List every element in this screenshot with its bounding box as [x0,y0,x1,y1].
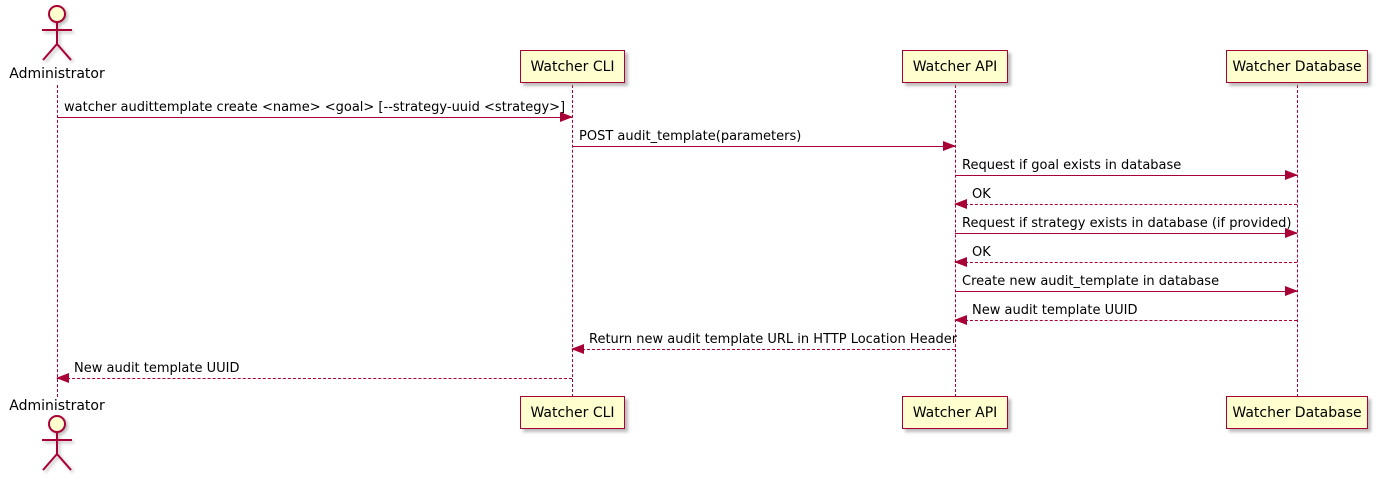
participant-watcher-cli-top: Watcher CLI [520,50,625,83]
arrow-dashed-left [56,373,572,383]
message-label: OK [972,187,991,202]
arrow-dashed-left [954,257,1297,267]
arrow-solid-right [572,141,956,151]
message-ok-strategy: OK [954,241,1297,267]
actor-name-bottom: Administrator [9,398,105,414]
message-label: Request if goal exists in database [962,158,1182,173]
message-return-url-location-header: Return new audit template URL in HTTP Lo… [571,328,958,354]
message-ok-goal: OK [954,183,1297,209]
message-new-uuid-from-db: New audit template UUID [954,299,1297,325]
message-label: POST audit_template(parameters) [579,129,802,144]
arrow-dashed-left [571,344,955,354]
arrow-solid-right [955,170,1298,180]
arrow-solid-right [955,228,1298,238]
participant-watcher-database-top: Watcher Database [1226,50,1368,83]
participant-watcher-cli-bottom: Watcher CLI [520,396,625,429]
participant-watcher-api-top: Watcher API [902,50,1008,83]
arrow-dashed-left [954,315,1297,325]
message-label: New audit template UUID [972,303,1138,318]
arrow-dashed-left [954,199,1297,209]
message-request-strategy-exists: Request if strategy exists in database (… [955,212,1298,238]
message-post-audit-template: POST audit_template(parameters) [572,125,956,151]
message-create-audittemplate: watcher audittemplate create <name> <goa… [57,96,573,122]
arrow-solid-right [955,286,1298,296]
arrow-solid-right [57,112,573,122]
actor-name-top: Administrator [9,66,105,82]
actor-icon [42,415,72,471]
lifeline-watcher-api [955,85,956,397]
message-label: Request if strategy exists in database (… [962,216,1292,231]
message-request-goal-exists: Request if goal exists in database [955,154,1298,180]
lifeline-watcher-database [1297,85,1298,397]
actor-icon [42,5,72,61]
participant-watcher-api-bottom: Watcher API [902,396,1008,429]
message-label: New audit template UUID [74,361,240,376]
message-create-audit-template-db: Create new audit_template in database [955,270,1298,296]
lifeline-administrator [57,85,58,397]
message-new-uuid-to-admin: New audit template UUID [56,357,572,383]
participant-watcher-database-bottom: Watcher Database [1226,396,1368,429]
message-label: OK [972,245,991,260]
lifeline-watcher-cli [572,85,573,397]
message-label: Return new audit template URL in HTTP Lo… [589,332,958,347]
message-label: watcher audittemplate create <name> <goa… [64,100,566,115]
message-label: Create new audit_template in database [962,274,1220,289]
